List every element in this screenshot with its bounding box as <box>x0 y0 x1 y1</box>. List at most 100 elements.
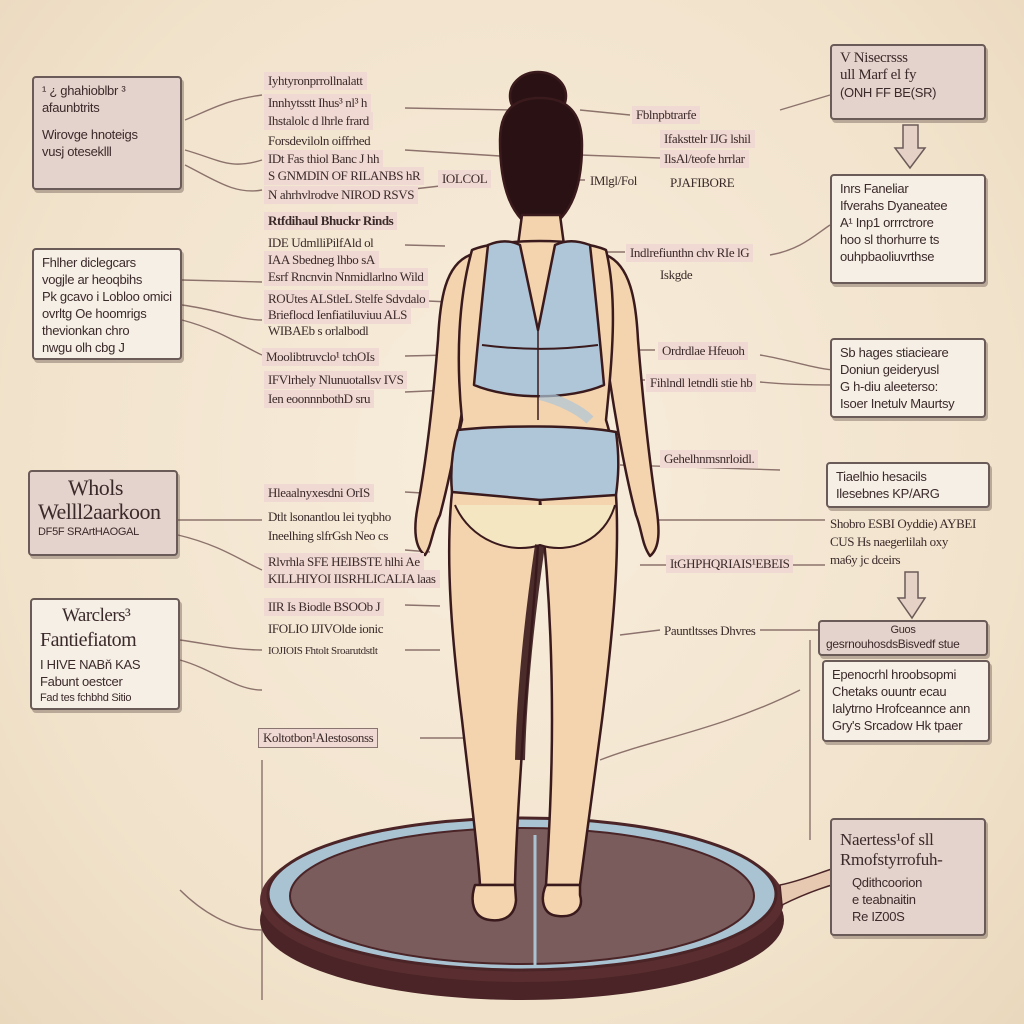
label-tag: Gehelhnmsnrloidl. <box>660 450 759 468</box>
note-box-top-left: ¹ ¿ ghahioblbr ³ afaunbtrits Wirovge hno… <box>32 76 182 190</box>
note-text-block: Shobro ESBI Oyddie) AYBEI CUS Hs naegerl… <box>826 514 980 570</box>
note-line: e teabnaitin <box>852 892 916 907</box>
note-line: ull Marf el fy <box>840 67 917 83</box>
note-line: vusj oteseklll <box>42 144 112 159</box>
label-tag: KILLHIYOI IISRHLICALIA laas <box>264 570 440 588</box>
heading-line: Fantiefiatom <box>40 629 137 651</box>
note-box-bottom-right: Naertess¹of sll Rmofstyrrofuh- Qdithcoor… <box>830 818 986 936</box>
label-tag: ROUtes ALStleL Stelfe Sdvdalo <box>264 290 430 308</box>
label-tag: IlsAl/teofe hrrlar <box>660 150 749 168</box>
label-tag: Hleaalnyxesdni OrIS <box>264 484 374 502</box>
note-line: V Nisecrsss <box>840 50 908 66</box>
note-box-right-label: Tiaelhio hesacils Ilesebnes KP/ARG <box>826 462 990 508</box>
label-tag: IDE UdmlliPilfAld ol <box>268 235 374 250</box>
label-tag: IIR Is Biodle BSOOb J <box>264 598 385 616</box>
note-line: Pk gcavo i Lobloo omici <box>42 289 172 304</box>
label-tag: Ordrdlae Hfeuoh <box>658 342 749 360</box>
note-line: afaunbtrits <box>42 100 100 115</box>
label-tag: Fblnpbtrarfe <box>632 106 701 124</box>
label-tag: IFVlrhely Nlunuotallsv IVS <box>264 371 408 389</box>
note-line: Shobro ESBI Oyddie) AYBEI <box>830 516 976 531</box>
label-tag: Iyhtyronprrollnalatt <box>264 72 367 90</box>
label-tag: Brieflocd Ienfiatiluviuu ALS <box>264 306 411 324</box>
note-line: Wirovge hnoteigs <box>42 127 138 142</box>
label-tag: Ifaksttelr IJG lshil <box>660 130 755 148</box>
note-line: ma6y jc dceirs <box>830 552 901 567</box>
note-line: CUS Hs naegerlilah oxy <box>830 534 948 549</box>
note-box-right-lower: Epenocrhl hroobsopmi Chetaks ouuntr ecau… <box>822 660 990 742</box>
note-line: Re IZ00S <box>852 909 905 924</box>
label-tag: IOJIOIS Fhtolt Sroarutdstlt <box>268 645 378 657</box>
label-tag: Innhytsstt Ihus³ nl³ h <box>264 94 372 112</box>
down-arrow-icon <box>893 124 927 170</box>
function-heading-box: Warclers³ Fantiefiatom I HIVE NABň KAS F… <box>30 598 180 710</box>
note-box-right-header: Guos gesrnouhosdsBisvedf stue <box>818 620 988 656</box>
label-tag: PJAFIBORE <box>670 175 735 190</box>
note-line: Qdithcoorion <box>852 875 923 890</box>
label-tag: Rlvrhla SFE HEIBSTE hlhi Ae <box>264 553 424 571</box>
note-line: A¹ Inp1 orrrctrore <box>840 215 934 230</box>
woman-figure <box>414 70 660 922</box>
note-line: Fad tes fchbhd Sitio <box>40 692 132 704</box>
note-line: gesrnouhosdsBisvedf stue <box>826 637 960 651</box>
label-tag: S GNMDIN OF RILANBS hR <box>264 167 425 185</box>
note-line: G h-diu aleeterso: <box>840 379 938 394</box>
label-tag: Koltotbon¹Alestosonss <box>258 728 379 748</box>
note-line: Gry's Srcadow Hk tpaer <box>832 718 963 733</box>
label-tag: Esrf Rncnvin Nnmidlarlno Wild <box>264 268 428 286</box>
label-tag: Moolibtruvclo¹ tchOIs <box>262 348 379 366</box>
wellness-heading-box: Whols Welll2aarkoon DF5F SRArtHAOGAL <box>28 470 178 556</box>
note-line: Rmofstyrrofuh- <box>840 850 943 869</box>
note-line: Ilesebnes KP/ARG <box>836 486 940 501</box>
label-tag: IAA Sbedneg lhbo sA <box>264 251 379 269</box>
label-tag: Forsdeviloln oiffrhed <box>268 133 371 148</box>
label-tag: Pauntltsses Dhvres <box>664 623 756 638</box>
note-box-right-upper: Inrs Faneliar Ifverahs Dyaneatee A¹ Inp1… <box>830 174 986 284</box>
note-line: (ONH FF BE(SR) <box>840 85 937 100</box>
note-line: vogjle ar heoqbihs <box>42 272 143 287</box>
note-line: I HIVE NABň KAS <box>40 657 141 672</box>
note-line: ovrltg Oe hoomrigs <box>42 306 147 321</box>
scale-platform <box>260 816 846 1000</box>
note-line: Sb hages stiacieare <box>840 345 949 360</box>
note-line: Ialytrno Hrofceannce ann <box>832 701 971 716</box>
note-line: Naertess¹of sll <box>840 830 934 849</box>
note-line: hoo sl thorhurre ts <box>840 232 940 247</box>
label-tag: IFOLIO IJIVOlde ionic <box>268 621 384 636</box>
label-tag: IOLCOL <box>438 170 492 188</box>
label-tag: IDt Fas thiol Banc J hh <box>264 150 384 168</box>
note-line: Doniun geideryusl <box>840 362 939 377</box>
down-arrow-icon <box>896 571 927 620</box>
note-box-top-right: V Nisecrsss ull Marf el fy (ONH FF BE(SR… <box>830 44 986 120</box>
note-box-right-middle: Sb hages stiacieare Doniun geideryusl G … <box>830 338 986 418</box>
note-line: Chetaks ouuntr ecau <box>832 684 947 699</box>
label-tag: Dtlt lsonantlou lei tyqbho <box>268 509 391 524</box>
label-tag: WIBAEb s orlalbodl <box>268 323 369 338</box>
note-line: ouhpbaoliuvrthse <box>840 249 935 264</box>
label-tag: ItGHPHQRIAIS¹EBEIS <box>666 555 794 573</box>
label-tag: N ahrhvlrodve NIROD RSVS <box>264 186 419 204</box>
note-box-left-middle: Fhlher diclegcars vogjle ar heoqbihs Pk … <box>32 248 182 360</box>
label-tag: Ihstalolc d lhrle frard <box>264 112 373 130</box>
note-line: ¹ ¿ ghahioblbr ³ <box>42 83 126 98</box>
note-line: nwgu olh cbg J <box>42 340 125 355</box>
note-line: Tiaelhio hesacils <box>836 469 927 484</box>
note-line: Inrs Faneliar <box>840 181 909 196</box>
label-tag: Ien eoonnnbothD sru <box>264 390 375 408</box>
note-line: DF5F SRArtHAOGAL <box>38 526 139 538</box>
label-tag: Iskgde <box>660 267 693 282</box>
note-line: Ifverahs Dyaneatee <box>840 198 948 213</box>
heading-line: Whols <box>68 475 123 500</box>
note-line: Fhlher diclegcars <box>42 255 136 270</box>
note-line: Isoer Inetulv Maurtsy <box>840 396 955 411</box>
label-tag: Indlrefiunthn chv RIe lG <box>626 244 754 262</box>
heading-line: Warclers³ <box>62 605 131 626</box>
note-line: Guos <box>890 624 916 636</box>
label-tag: Fihlndl letndli stie hb <box>646 374 757 392</box>
label-tag: IMlgl/Fol <box>590 173 637 188</box>
note-line: thevionkan chro <box>42 323 130 338</box>
label-tag: Ineelhing slfrGsh Neo cs <box>268 528 389 543</box>
heading-line: Welll2aarkoon <box>38 499 161 524</box>
